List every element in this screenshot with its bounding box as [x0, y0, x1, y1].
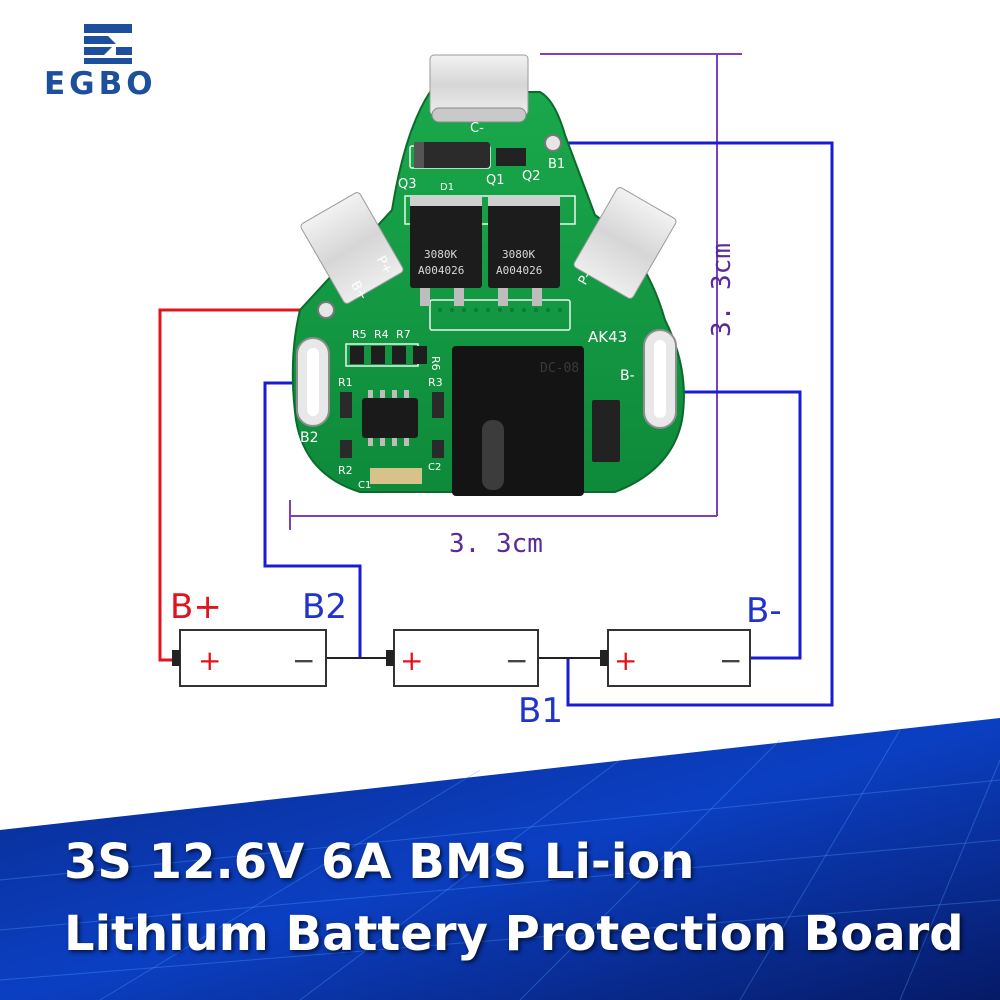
wire-label-b-plus: B+ — [170, 587, 222, 627]
pad-b1 — [544, 134, 562, 152]
cell-1-minus: − — [292, 644, 315, 677]
mosfet-left-part: 3080K — [424, 248, 457, 261]
banner-background — [0, 718, 1000, 1000]
label-model: AK43 — [588, 328, 627, 346]
label-b2-pad: B2 — [300, 430, 319, 446]
battery-cell-1: + − — [172, 629, 327, 687]
egbo-logo-mark — [84, 24, 132, 64]
wire-label-b2: B2 — [302, 587, 347, 627]
resistor-array — [350, 346, 427, 364]
label-r6: R6 — [429, 356, 442, 371]
battery-cell-3: + − — [600, 629, 751, 687]
b-minus-wire — [656, 390, 802, 660]
mosfet-right-part: 3080K — [502, 248, 535, 261]
small-smd-parts — [340, 392, 444, 484]
tab-c-minus — [429, 54, 529, 123]
mosfet-right-code: A004026 — [496, 264, 542, 277]
banner-title-line-1: 3S 12.6V 6A BMS Li-ion — [64, 834, 695, 890]
label-q2: Q2 — [522, 169, 541, 184]
diode-d1 — [414, 142, 490, 168]
logo-text: EGBO — [44, 66, 157, 102]
label-d1: D1 — [440, 182, 454, 193]
mosfet-left — [410, 196, 482, 306]
width-dimension-label: 3. 3cm — [449, 529, 543, 559]
mosfet-left-code: A004026 — [418, 264, 464, 277]
label-r1: R1 — [338, 376, 353, 389]
b1-wire — [553, 141, 834, 707]
height-dimension-label: 3. 3cm — [707, 243, 737, 337]
label-c1: C1 — [358, 480, 371, 491]
cell-3-minus: − — [719, 644, 742, 677]
label-r3: R3 — [428, 376, 443, 389]
pad-b2 — [296, 337, 330, 427]
battery-cell-2: + − — [386, 629, 539, 687]
dimension-lines — [289, 53, 742, 530]
cell-2-plus: + — [400, 644, 423, 677]
cell-3-plus: + — [614, 644, 637, 677]
ic-q1-q2 — [496, 148, 526, 166]
label-r4: R4 — [374, 328, 389, 341]
label-q3: Q3 — [398, 177, 417, 192]
label-b-minus-pad: B- — [620, 368, 635, 384]
mosfet-right — [488, 196, 560, 306]
pad-b-plus — [317, 301, 335, 319]
cell-2-minus: − — [505, 644, 528, 677]
diode-small — [592, 400, 620, 462]
label-b1: B1 — [548, 157, 565, 172]
protection-ic — [362, 390, 418, 446]
tab-p-plus — [300, 192, 404, 304]
cell-1-plus: + — [198, 644, 221, 677]
tab-p-minus — [573, 187, 677, 299]
label-r5: R5 — [352, 328, 367, 341]
b-plus-wire — [158, 308, 325, 662]
b2-wire — [263, 381, 362, 658]
dc-jack — [452, 346, 584, 496]
banner-title-line-2: Lithium Battery Protection Board — [64, 906, 964, 962]
label-r7: R7 — [396, 328, 411, 341]
dc-jack-label: DC-08 — [540, 361, 579, 376]
label-q1: Q1 — [486, 173, 505, 188]
pad-b-minus — [643, 329, 677, 429]
label-c-minus: C- — [470, 121, 484, 136]
label-r2: R2 — [338, 464, 353, 477]
wire-label-b1: B1 — [518, 691, 563, 731]
wiring — [158, 141, 834, 707]
wire-label-b-minus: B- — [746, 591, 782, 631]
label-c2: C2 — [428, 462, 441, 473]
